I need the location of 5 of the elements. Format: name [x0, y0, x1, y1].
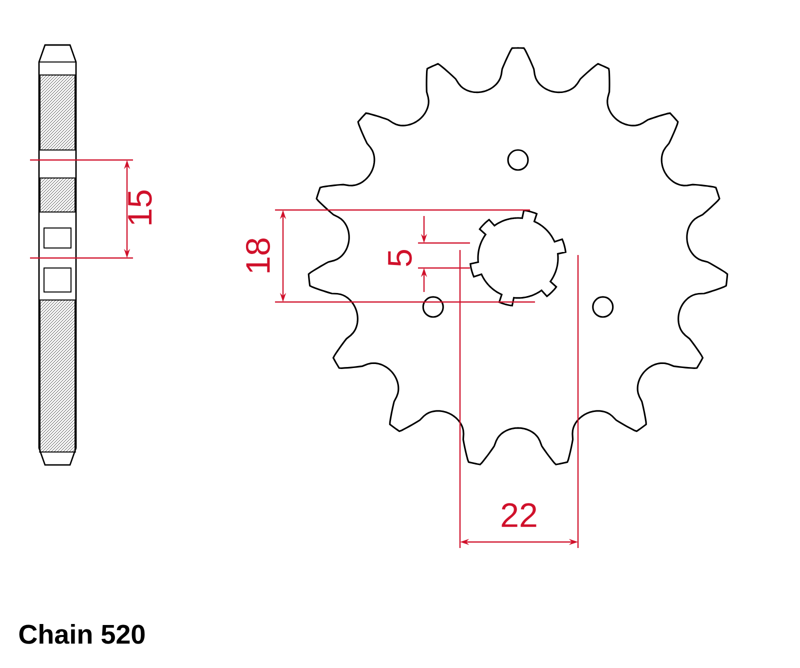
dimension-label: 18	[246, 238, 270, 272]
dimension-label: 5	[388, 250, 412, 266]
dimension-label: 15	[128, 190, 152, 224]
chain-size-label: Chain 520	[19, 624, 145, 644]
dimension-label: 22	[502, 503, 536, 527]
